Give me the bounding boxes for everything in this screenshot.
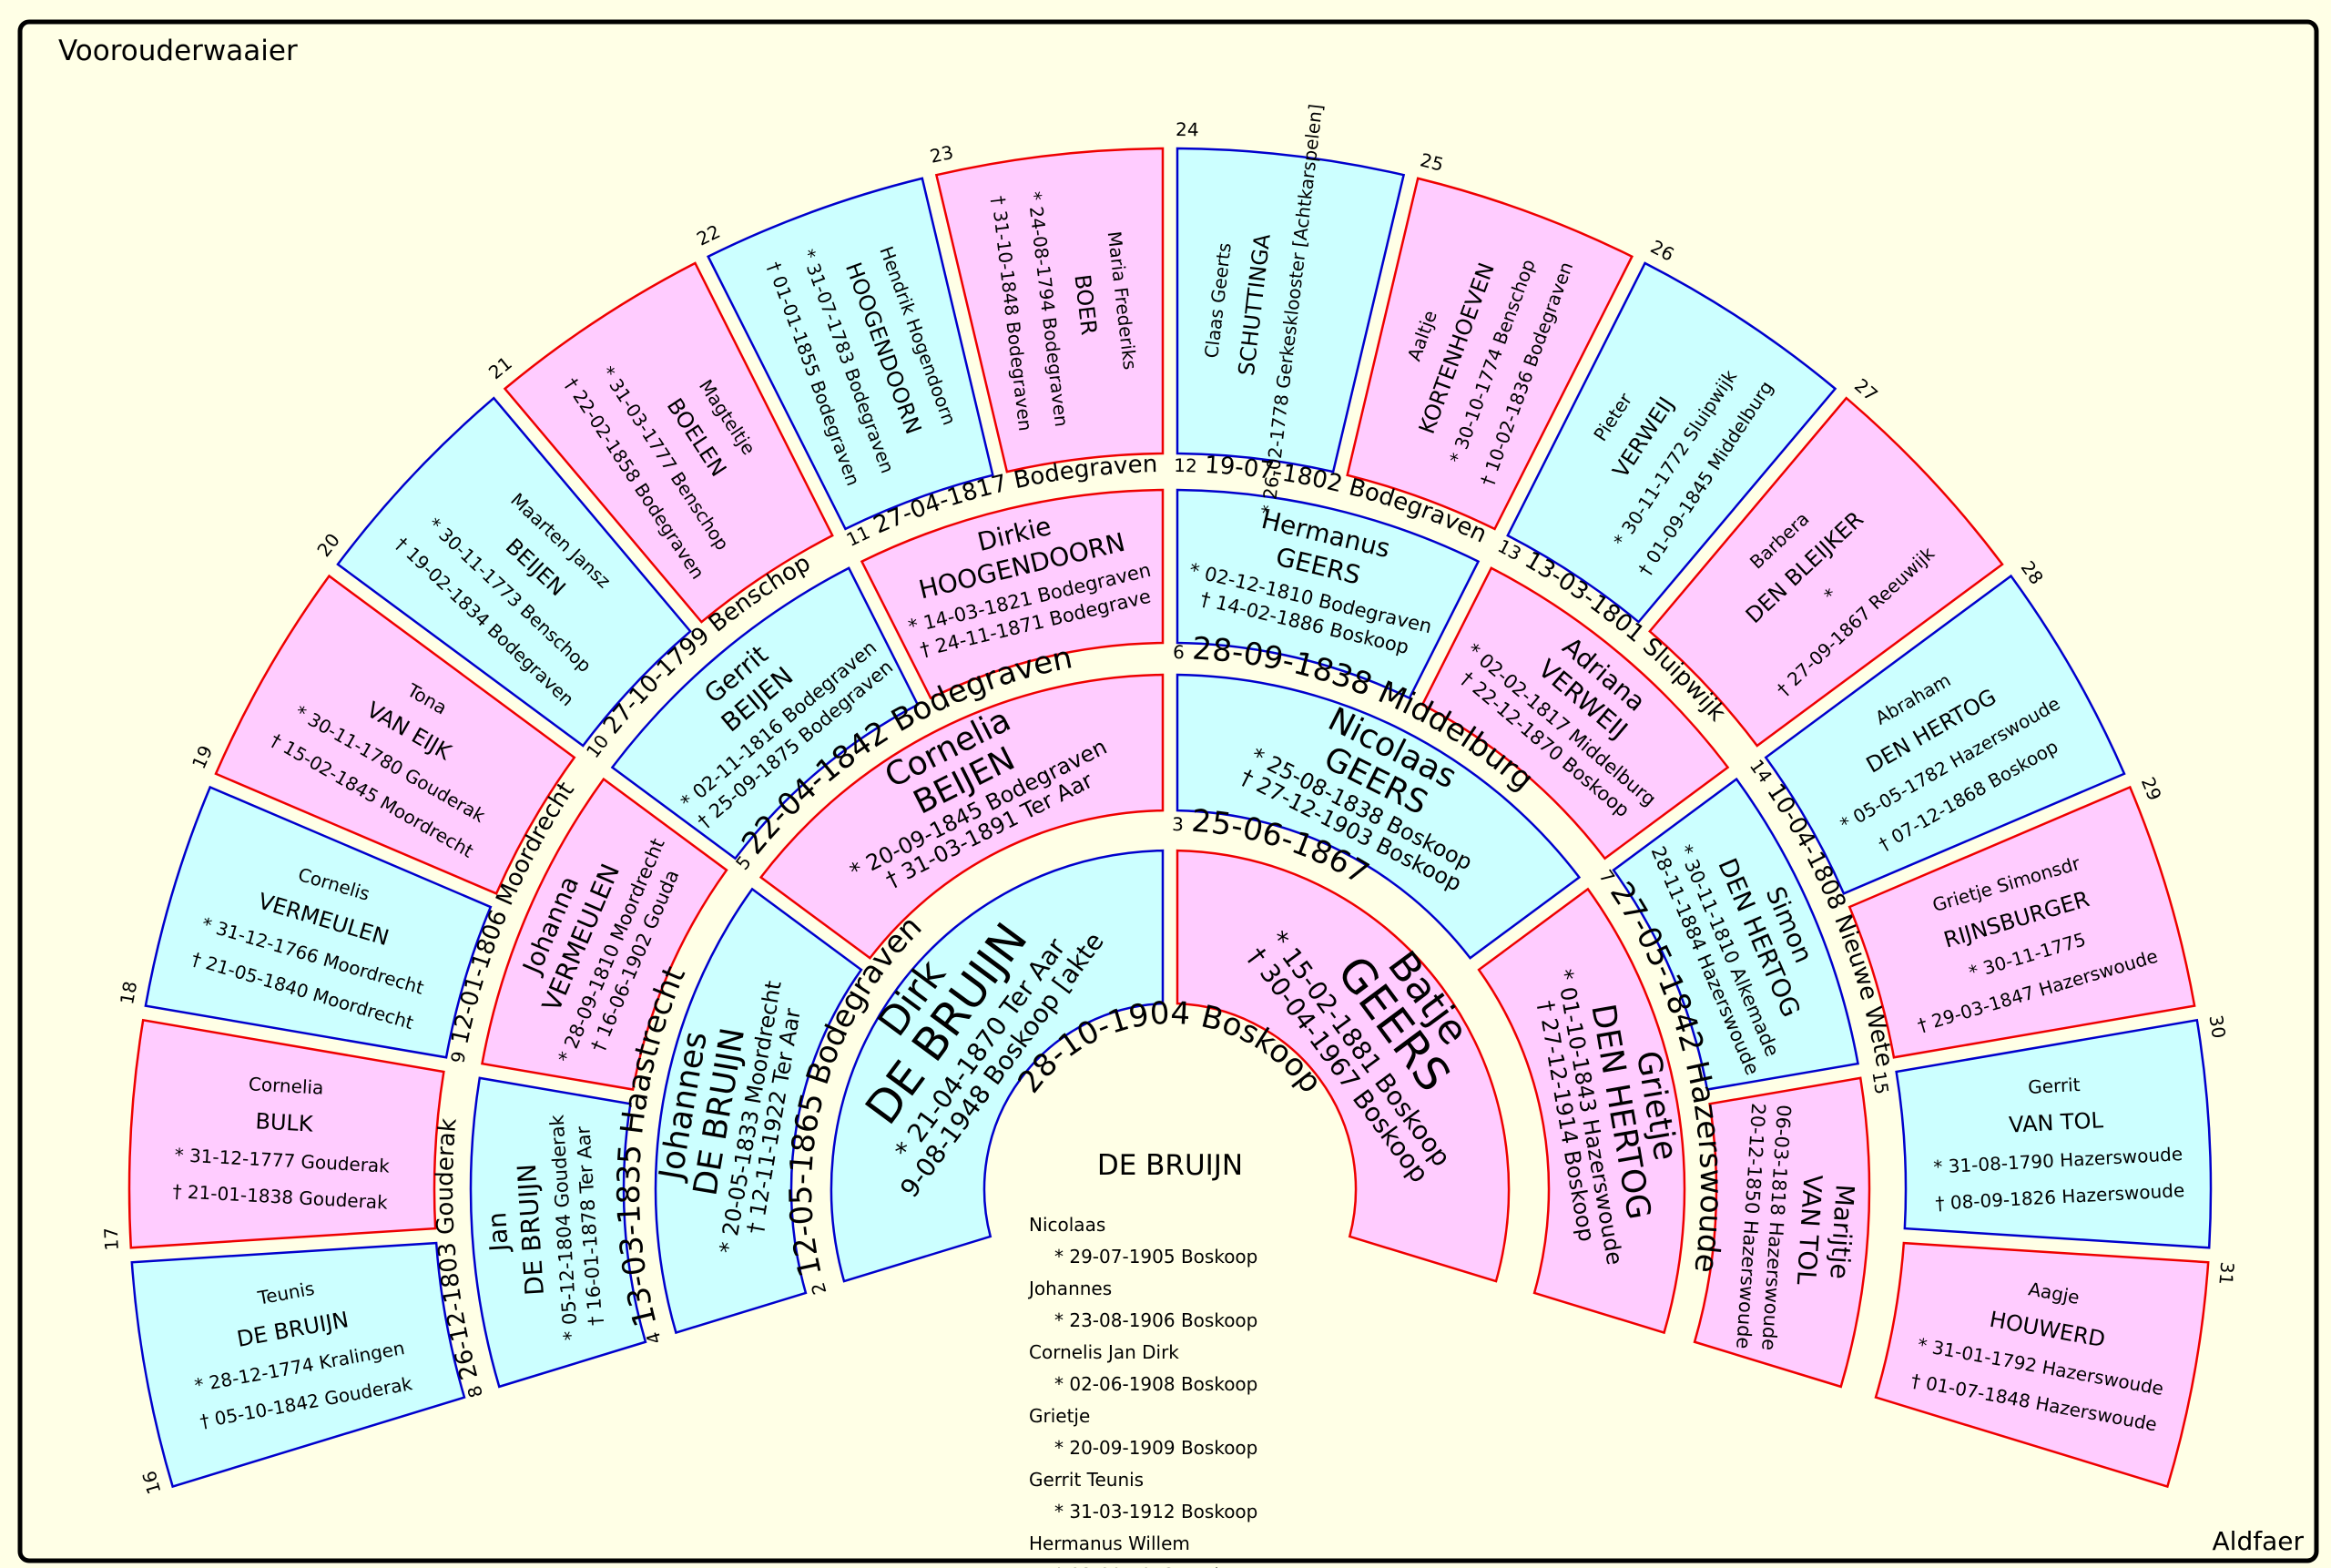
- child-birth: * 02-06-1908 Boskoop: [1054, 1373, 1257, 1395]
- child-birth: * 31-03-1912 Boskoop: [1054, 1501, 1257, 1522]
- ancestor-number: 3: [1172, 813, 1184, 835]
- footer-brand: Aldfaer: [2213, 1526, 2305, 1556]
- ancestor-box-shape: [830, 849, 1165, 1283]
- ancestor-given: Marijtje: [1824, 1184, 1860, 1280]
- ancestor-number: 6: [1173, 641, 1185, 663]
- ancestor-number: 18: [116, 979, 141, 1006]
- ancestor-number: 31: [2214, 1261, 2238, 1286]
- child-name: Cornelis Jan Dirk: [1029, 1341, 1179, 1363]
- ancestor-arc-text: 30: [2204, 1013, 2230, 1040]
- ancestor-given: Cornelia: [248, 1073, 324, 1098]
- ancestor-box-shape: [214, 574, 576, 895]
- ancestor-box-shape: [469, 1076, 647, 1389]
- ancestor-surname: BULK: [255, 1108, 315, 1136]
- ancestor-surname: VAN TOL: [2008, 1107, 2104, 1138]
- ancestor-box-shape: [130, 1241, 466, 1489]
- ancestor-arc-text: 17: [100, 1227, 123, 1251]
- ancestor-surname: VAN TOL: [1791, 1174, 1828, 1286]
- center-surname: DE BRUIJN: [1097, 1149, 1243, 1182]
- ancestor-box-shape: [1895, 1018, 2213, 1249]
- ancestor-number: 15: [1868, 1070, 1893, 1096]
- child-name: Grietje: [1029, 1405, 1090, 1427]
- ancestor-box-shape: [1693, 1076, 1871, 1389]
- child-name: Hermanus Willem: [1029, 1532, 1190, 1554]
- ancestor-arc-text: 31: [2214, 1261, 2238, 1286]
- ancestor-given: Gerrit: [2028, 1074, 2082, 1098]
- ancestor-box-shape: [934, 147, 1165, 473]
- ancestor-box-shape: [1874, 1241, 2210, 1489]
- child-name: Nicolaas: [1029, 1214, 1105, 1236]
- ancestor-box-shape: [1477, 887, 1686, 1335]
- ancestor-arc-text: 23: [928, 141, 955, 168]
- ancestor-given: Jan: [482, 1211, 514, 1254]
- child-name: Gerrit Teunis: [1029, 1469, 1144, 1491]
- ancestor-box-shape: [503, 261, 834, 624]
- ancestor-box-shape: [1176, 673, 1582, 960]
- ancestor-number: 30: [2204, 1013, 2230, 1040]
- child-birth: * 03-09-1913 Boskoop: [1054, 1564, 1257, 1568]
- ancestor-box-shape: [758, 673, 1165, 960]
- ancestor-box-shape: [1420, 566, 1730, 860]
- child-birth: * 29-07-1905 Boskoop: [1054, 1246, 1257, 1268]
- child-birth: * 20-09-1909 Boskoop: [1054, 1437, 1257, 1459]
- ancestor-box-shape: [1176, 488, 1481, 700]
- ancestor-box-shape: [1847, 785, 2196, 1059]
- ancestor-number: 23: [928, 141, 955, 168]
- child-birth: * 23-08-1906 Boskoop: [1054, 1309, 1257, 1331]
- ancestor-box-shape: [610, 566, 920, 860]
- ancestor-number: 17: [100, 1227, 123, 1251]
- ancestor-box-shape: [1176, 147, 1406, 473]
- ancestor-box-shape: [1648, 396, 2004, 748]
- ancestor-box-shape: [1506, 261, 1837, 624]
- ancestor-box-shape: [1764, 574, 2126, 895]
- ancestor-box-shape: [1176, 849, 1511, 1283]
- ancestor-arc-text: 15: [1868, 1070, 1893, 1096]
- ancestor-box-shape: [1612, 777, 1859, 1091]
- ancestor-box-shape: [654, 887, 863, 1335]
- ancestor-box-shape: [336, 396, 692, 748]
- center-person: DE BRUIJN Nicolaas * 29-07-1905 BoskoopJo…: [1027, 1149, 1257, 1568]
- ancestor-arc-text: 18: [116, 979, 141, 1006]
- ancestor-box-shape: [127, 1018, 445, 1249]
- ancestor-box-shape: [144, 785, 493, 1059]
- frame: [17, 19, 2319, 1563]
- ancestor-number: 9: [446, 1050, 470, 1065]
- ancestor-box-shape: [481, 777, 728, 1091]
- ancestor-box-shape: [707, 177, 994, 531]
- ancestor-box-shape: [860, 488, 1165, 700]
- child-name: Johannes: [1027, 1278, 1112, 1299]
- ancestor-number: 2: [807, 1280, 831, 1298]
- chart-title: Voorouderwaaier: [58, 35, 298, 67]
- ancestor-box-shape: [1346, 177, 1634, 531]
